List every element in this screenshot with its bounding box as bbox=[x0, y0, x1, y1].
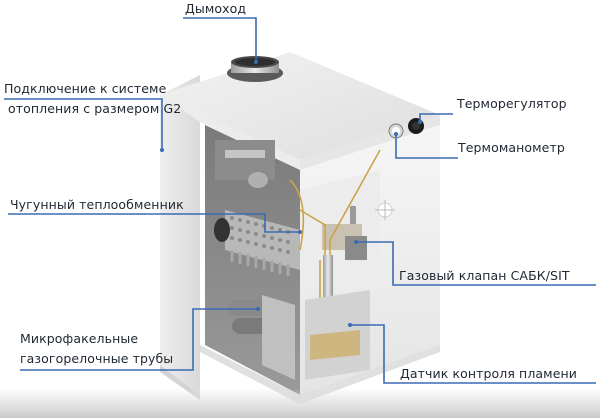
label-thermoregulator: Терморегулятор bbox=[457, 96, 567, 111]
leader-connection bbox=[4, 98, 163, 150]
label-burner-line2: газогорелочные трубы bbox=[20, 351, 174, 366]
heat-exchanger bbox=[214, 210, 300, 276]
leader-lines bbox=[4, 17, 596, 384]
burner-tubes bbox=[228, 295, 295, 380]
chimney-pipe bbox=[227, 56, 283, 82]
gas-valve-body bbox=[322, 206, 367, 260]
front-internals bbox=[289, 149, 395, 380]
leader-gas-valve bbox=[356, 241, 596, 286]
label-heat-exchanger: Чугунный теплообменник bbox=[10, 197, 184, 212]
label-flame-sensor: Датчик контроля пламени bbox=[400, 366, 577, 381]
leader-dots bbox=[160, 60, 422, 327]
leader-burner bbox=[20, 308, 258, 371]
label-thermomanometer: Термоманометр bbox=[458, 140, 565, 155]
thermomanometer-gauge bbox=[388, 123, 404, 139]
leader-chimney bbox=[183, 17, 257, 62]
boiler-left-panel bbox=[160, 75, 200, 395]
boiler-cutaway bbox=[205, 125, 300, 395]
bottom-shadow bbox=[0, 388, 600, 418]
thermoregulator-knob bbox=[408, 118, 424, 134]
label-connection-line2: отопления с размером G2 bbox=[8, 101, 182, 116]
leader-heat-exchanger bbox=[8, 213, 300, 233]
leader-thermomanometer bbox=[395, 134, 458, 159]
leader-flame-sensor bbox=[350, 324, 596, 384]
leader-thermoregulator bbox=[419, 113, 453, 122]
label-burner-line1: Микрофакельные bbox=[20, 331, 139, 346]
label-connection-line1: Подключение к системе bbox=[4, 81, 167, 96]
label-chimney: Дымоход bbox=[185, 1, 247, 16]
label-gas-valve: Газовый клапан САБК/SIT bbox=[399, 268, 570, 283]
